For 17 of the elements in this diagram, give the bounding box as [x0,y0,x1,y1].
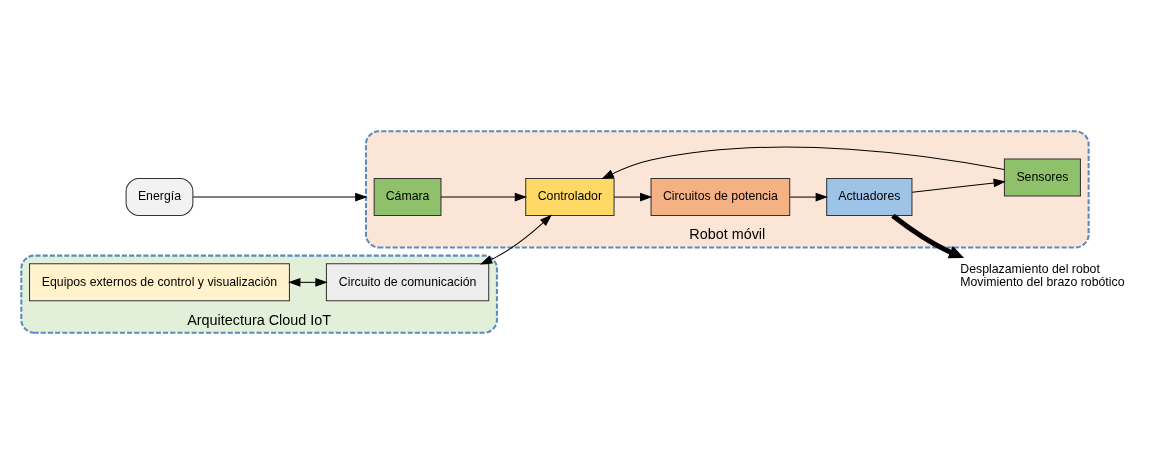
node-text: Desplazamiento del robot Movimiento del brazo robótico [960,261,1125,290]
node-box: Controlador [525,178,615,217]
node-box: Energía [125,178,194,217]
node-box: Circuitos de potencia [650,178,791,217]
arrow [911,178,1006,193]
node-box: Equipos externos de control y visualización [29,263,290,302]
node-box: Circuito de comunicación [325,263,490,302]
arrow [440,192,528,202]
arrow [601,146,1005,180]
arrow [891,213,965,259]
arrow [192,192,368,202]
arrow [479,214,552,265]
arrow [789,192,828,202]
node-box: Sensores [1003,158,1081,197]
node-box: Actuadores [826,178,913,217]
node-box: Cámara [373,178,442,217]
arrow [613,192,653,202]
